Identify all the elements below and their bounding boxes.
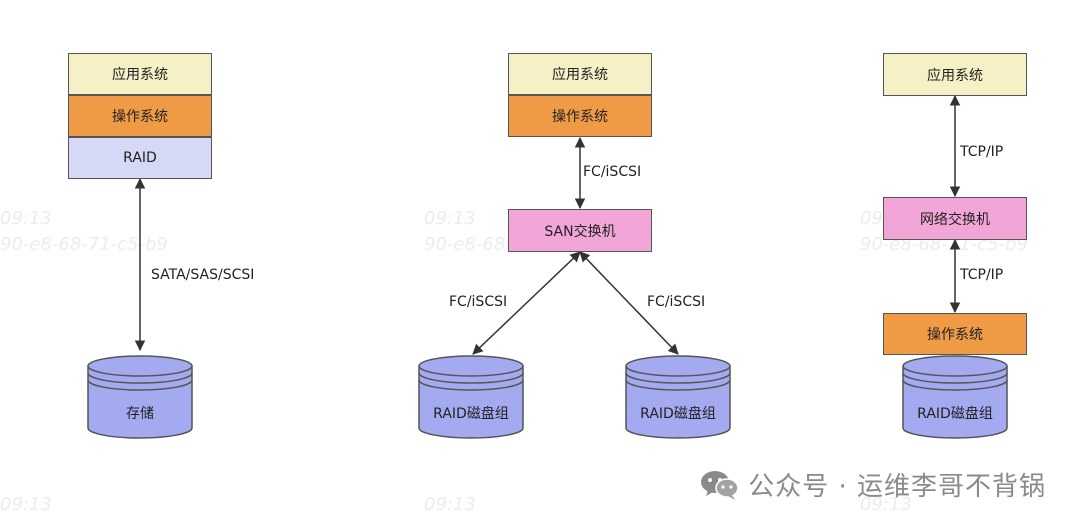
raid-disk-cylinder-left <box>418 355 524 439</box>
d2-link-top-label: FC/iSCSI <box>583 164 642 180</box>
link-san-right-disk <box>579 251 679 355</box>
d1-os-layer: 操作系统 <box>68 95 212 137</box>
d2-link-right-label: FC/iSCSI <box>647 294 706 310</box>
d3-network-switch: 网络交换机 <box>883 197 1027 240</box>
watermark-time: 09:13 <box>0 494 52 515</box>
d2-os-layer: 操作系统 <box>508 95 652 137</box>
d1-raid-layer: RAID <box>68 137 212 179</box>
d3-link-bottom-label: TCP/IP <box>960 267 1004 283</box>
storage-cylinder <box>87 355 193 439</box>
wechat-icon <box>701 470 739 500</box>
d1-app-layer: 应用系统 <box>68 53 212 95</box>
d3-disk-label: RAID磁盘组 <box>917 406 993 422</box>
d2-link-left-label: FC/iSCSI <box>449 294 508 310</box>
d2-san-switch: SAN交换机 <box>508 209 652 252</box>
raid-disk-cylinder-right <box>625 355 731 439</box>
watermark-time: 09:13 <box>0 208 52 229</box>
watermark-time: 09:13 <box>860 494 912 515</box>
footer-text: 公众号 · 运维李哥不背锅 <box>748 472 1046 502</box>
footer-attribution: 公众号 · 运维李哥不背锅 <box>700 466 1046 503</box>
d2-disk-right-label: RAID磁盘组 <box>640 406 716 422</box>
watermark-mac: 90-e8-68-71-c5-b9 <box>0 234 168 255</box>
link-san-left-disk <box>472 251 581 355</box>
d2-app-layer: 应用系统 <box>508 53 652 95</box>
d3-app-layer: 应用系统 <box>883 53 1027 96</box>
watermark-time: 09:13 <box>424 208 476 229</box>
watermark-time: 09:13 <box>424 494 476 515</box>
raid-disk-cylinder-nas <box>902 355 1008 439</box>
d3-os-layer: 操作系统 <box>883 313 1027 355</box>
d1-link-label: SATA/SAS/SCSI <box>151 267 255 283</box>
d2-disk-left-label: RAID磁盘组 <box>433 406 509 422</box>
d1-storage-label: 存储 <box>126 406 154 422</box>
d3-link-top-label: TCP/IP <box>960 144 1004 160</box>
